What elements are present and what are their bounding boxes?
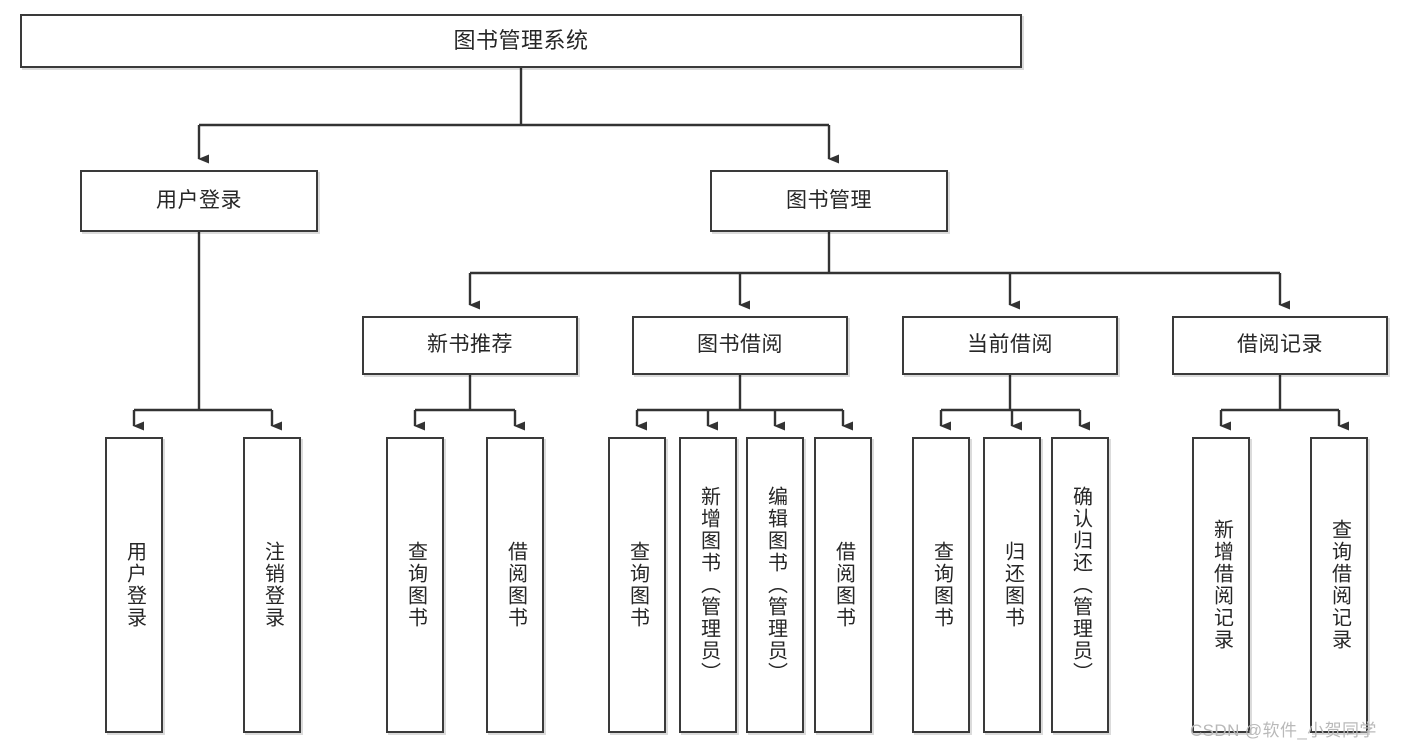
- node-current-borrow: 当前借阅: [902, 316, 1118, 375]
- node-label: 新增借阅记录: [1210, 519, 1233, 651]
- node-leaf-query-book-rec: 查询图书: [386, 437, 444, 733]
- node-borrow-record: 借阅记录: [1172, 316, 1388, 375]
- node-label: 图书管理系统: [453, 28, 589, 54]
- node-label: 新增图书（管理员）: [697, 486, 720, 684]
- node-leaf-query-borrow-record: 查询借阅记录: [1310, 437, 1368, 733]
- node-label: 查询图书: [626, 541, 649, 629]
- node-leaf-query-book-borrow: 查询图书: [608, 437, 666, 733]
- node-label: 归还图书: [1001, 541, 1024, 629]
- node-leaf-borrow-book: 借阅图书: [814, 437, 872, 733]
- node-label: 查询图书: [930, 541, 953, 629]
- node-book-management: 图书管理: [710, 170, 948, 232]
- node-label: 借阅记录: [1237, 333, 1323, 357]
- node-label: 注销登录: [261, 541, 284, 629]
- node-book-borrow: 图书借阅: [632, 316, 848, 375]
- node-label: 图书管理: [786, 188, 872, 212]
- node-leaf-query-book-current: 查询图书: [912, 437, 970, 733]
- node-leaf-edit-book-admin: 编辑图书（管理员）: [746, 437, 804, 733]
- node-leaf-confirm-return-admin: 确认归还（管理员）: [1051, 437, 1109, 733]
- node-label: 图书借阅: [697, 333, 783, 357]
- node-root-system: 图书管理系统: [20, 14, 1022, 68]
- node-new-book-recommend: 新书推荐: [362, 316, 578, 375]
- node-label: 新书推荐: [427, 333, 513, 357]
- node-leaf-borrow-book-rec: 借阅图书: [486, 437, 544, 733]
- node-leaf-user-login: 用户登录: [105, 437, 163, 733]
- node-leaf-add-borrow-record: 新增借阅记录: [1192, 437, 1250, 733]
- node-label: 借阅图书: [832, 541, 855, 629]
- node-label: 查询借阅记录: [1328, 519, 1351, 651]
- node-label: 用户登录: [123, 541, 146, 629]
- csdn-watermark: CSDN @软件_小贺同学: [1190, 721, 1377, 740]
- node-label: 编辑图书（管理员）: [764, 486, 787, 684]
- node-label: 查询图书: [404, 541, 427, 629]
- node-label: 确认归还（管理员）: [1069, 486, 1092, 684]
- node-label: 当前借阅: [967, 333, 1053, 357]
- node-label: 借阅图书: [504, 541, 527, 629]
- node-leaf-return-book: 归还图书: [983, 437, 1041, 733]
- node-label: 用户登录: [156, 188, 242, 212]
- node-leaf-add-book-admin: 新增图书（管理员）: [679, 437, 737, 733]
- node-leaf-user-logout: 注销登录: [243, 437, 301, 733]
- node-user-login: 用户登录: [80, 170, 318, 232]
